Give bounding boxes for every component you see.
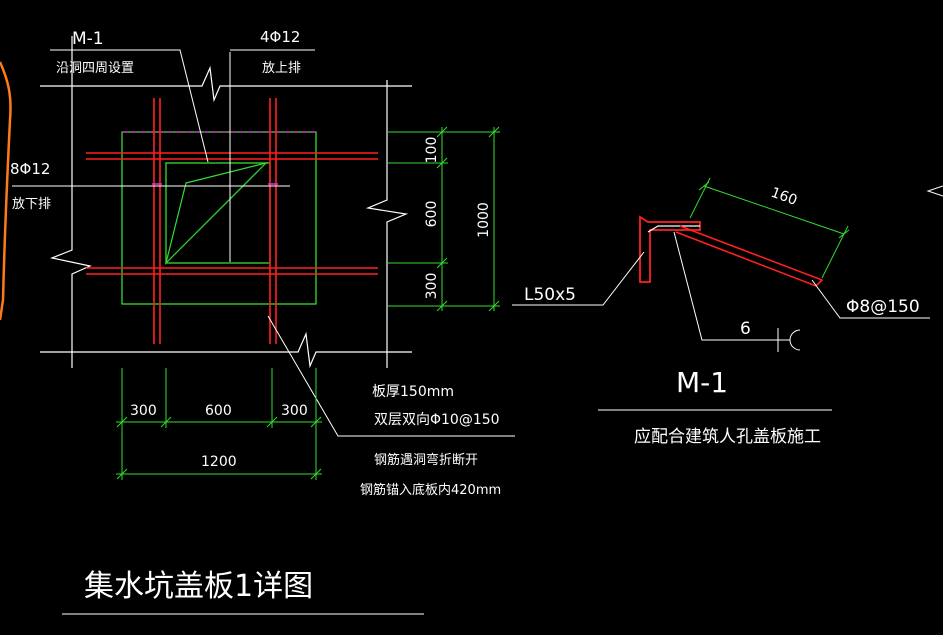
detail-rebar <box>675 225 824 287</box>
angle-steel-outline <box>647 225 700 233</box>
plan-view: M-1 沿洞四周设置 4Φ12 放上排 8Φ12 放下排 300 600 300… <box>10 28 515 498</box>
dim-v-3: 300 <box>424 273 440 300</box>
angle-leader <box>512 251 645 306</box>
dim-h-total: 1200 <box>201 454 237 470</box>
plan-left-break-line <box>49 36 92 368</box>
vertical-dimensions <box>388 126 500 312</box>
dim-v-1: 100 <box>424 137 440 164</box>
note-leader <box>267 315 515 437</box>
m1-leader <box>50 49 209 163</box>
m1-note: 沿洞四周设置 <box>56 61 134 76</box>
detail-rebar-leader <box>811 279 930 319</box>
gap-leader <box>673 231 790 341</box>
horizontal-dimensions <box>116 368 322 480</box>
left-rebar-label: 8Φ12 <box>10 160 50 178</box>
dim-h-1: 300 <box>130 403 157 419</box>
left-edge-orange-curve <box>0 61 12 321</box>
cover-plate-diagonal <box>164 161 268 265</box>
drawing-title: 集水坑盖板1详图 <box>84 569 313 604</box>
angle-steel-shape <box>639 215 701 283</box>
angle-label: L50x5 <box>524 285 576 305</box>
top-rebar-label: 4Φ12 <box>260 28 300 46</box>
note-bidirectional: 双层双向Φ10@150 <box>374 412 500 428</box>
plan-bottom-break-line <box>40 331 412 369</box>
detail-note: 应配合建筑人孔盖板施工 <box>634 427 821 447</box>
plan-top-break-line <box>40 65 412 103</box>
dim-h-3: 300 <box>281 403 308 419</box>
m1-detail: 160 L50x5 Φ8@150 6 M-1 应配合建筑人孔盖板施工 <box>512 177 943 447</box>
rebar-horizontal <box>86 152 378 275</box>
weld-mark-arc <box>789 329 801 351</box>
dim-h-2: 600 <box>205 403 232 419</box>
detail-rebar-label: Φ8@150 <box>846 297 920 317</box>
dim-v-total: 1000 <box>476 202 492 238</box>
gap-label: 6 <box>740 319 751 339</box>
left-rebar-note: 放下排 <box>12 197 51 212</box>
detail-title: M-1 <box>676 366 728 399</box>
top-rebar-note: 放上排 <box>262 61 301 76</box>
detail-length-label: 160 <box>769 185 800 209</box>
rebar-vertical <box>153 98 277 344</box>
plan-right-break-line <box>365 80 409 368</box>
detail-length-dimension <box>689 177 850 279</box>
dim-v-2: 600 <box>424 201 440 228</box>
pit-outline <box>121 131 317 305</box>
note-bend: 钢筋遇洞弯折断开 <box>374 452 478 468</box>
note-anchor: 钢筋锚入底板内420mm <box>360 482 501 498</box>
right-edge-partial-symbol <box>926 185 943 197</box>
note-thickness: 板厚150mm <box>372 384 454 400</box>
m1-label: M-1 <box>72 29 104 49</box>
